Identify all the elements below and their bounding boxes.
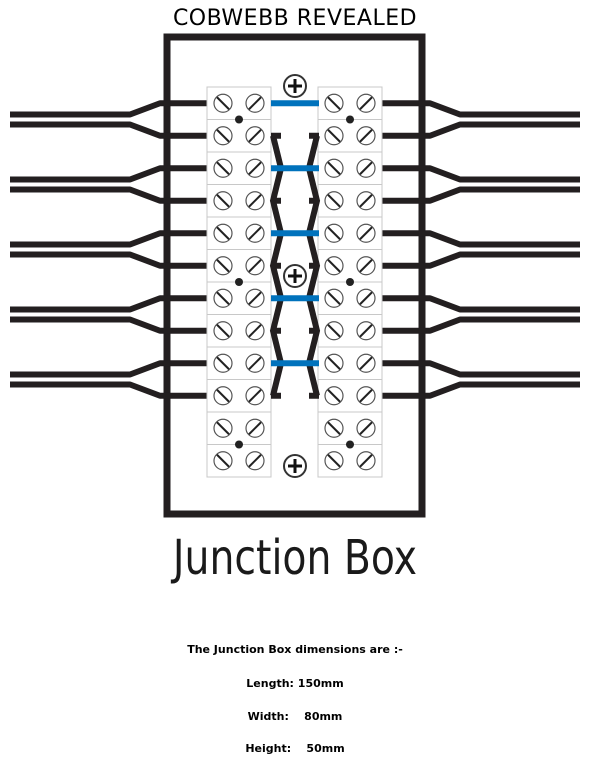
mounting-screw-icon xyxy=(283,454,307,478)
terminal-hole-icon xyxy=(235,278,243,286)
screw-icon xyxy=(324,288,344,308)
screw-icon xyxy=(213,386,233,406)
cable-wire xyxy=(376,186,580,204)
cable-wire xyxy=(376,165,580,183)
cable-wire xyxy=(376,360,580,378)
screw-icon xyxy=(356,386,376,406)
screw-icon xyxy=(324,353,344,373)
screw-icon xyxy=(213,256,233,276)
screw-icon xyxy=(245,158,265,178)
screw-icon xyxy=(324,93,344,113)
screw-icon xyxy=(245,321,265,341)
cable-wire xyxy=(376,381,580,399)
cable-wire xyxy=(376,100,580,118)
screw-icon xyxy=(356,93,376,113)
screw-icon xyxy=(324,321,344,341)
screw-icon xyxy=(324,451,344,471)
screw-icon xyxy=(213,191,233,211)
cable-wire xyxy=(10,381,214,399)
dimensions-intro: The Junction Box dimensions are :- xyxy=(187,643,403,656)
cable-wire xyxy=(376,121,580,139)
center-crossing-wires xyxy=(269,132,321,399)
screw-icon xyxy=(213,353,233,373)
page-title: COBWEBB REVEALED xyxy=(172,6,418,31)
cable-wire xyxy=(10,165,214,183)
junction-box-heading: Junction Box xyxy=(172,530,418,586)
screw-icon xyxy=(324,256,344,276)
screw-icon xyxy=(245,353,265,373)
mounting-screw-icon xyxy=(283,74,307,98)
screw-icon xyxy=(324,126,344,146)
cable-wire xyxy=(10,230,214,248)
screw-icon xyxy=(245,386,265,406)
screw-icon xyxy=(213,451,233,471)
cable-wire xyxy=(10,121,214,139)
dimension-width: Width: 80mm xyxy=(247,710,343,723)
screw-icon xyxy=(245,126,265,146)
screw-icon xyxy=(356,223,376,243)
cable-wire xyxy=(10,100,214,118)
cable-wire xyxy=(376,316,580,334)
terminal-hole-icon xyxy=(346,440,354,449)
screw-icon xyxy=(245,191,265,211)
screw-icon xyxy=(245,418,265,438)
screw-icon xyxy=(245,93,265,113)
cable-wire xyxy=(10,316,214,334)
screw-icon xyxy=(245,256,265,276)
screw-icon xyxy=(324,191,344,211)
mounting-screw-icon xyxy=(283,264,307,288)
right-terminal-block xyxy=(317,86,383,478)
screw-icon xyxy=(356,158,376,178)
cable-wire xyxy=(376,251,580,269)
cable-wire xyxy=(10,251,214,269)
screw-icon xyxy=(213,158,233,178)
screw-icon xyxy=(245,288,265,308)
screw-icon xyxy=(356,126,376,146)
screw-icon xyxy=(213,418,233,438)
right-cable-group xyxy=(376,100,580,399)
screw-icon xyxy=(356,353,376,373)
screw-icon xyxy=(324,223,344,243)
screw-icon xyxy=(356,288,376,308)
junction-box-enclosure xyxy=(163,33,426,518)
cable-wire xyxy=(376,230,580,248)
terminal-hole-icon xyxy=(346,278,354,286)
screw-icon xyxy=(324,158,344,178)
screw-icon xyxy=(213,288,233,308)
cable-wire xyxy=(10,360,214,378)
terminal-hole-icon xyxy=(235,115,243,124)
blue-link-wires xyxy=(271,100,319,367)
left-terminal-block xyxy=(206,86,272,478)
dimension-height: Height: 50mm xyxy=(245,742,345,755)
screw-icon xyxy=(213,126,233,146)
mounting-screws xyxy=(283,74,307,478)
cable-wire xyxy=(10,295,214,313)
screw-icon xyxy=(245,451,265,471)
terminal-hole-icon xyxy=(235,440,243,449)
dimension-length: Length: 150mm xyxy=(246,677,344,690)
screw-icon xyxy=(324,418,344,438)
screw-icon xyxy=(356,451,376,471)
screw-icon xyxy=(213,93,233,113)
screw-icon xyxy=(213,223,233,243)
junction-box-diagram xyxy=(10,33,580,518)
screw-icon xyxy=(356,256,376,276)
screw-icon xyxy=(213,321,233,341)
screw-icon xyxy=(356,418,376,438)
terminal-hole-icon xyxy=(346,115,354,124)
cable-wire xyxy=(376,295,580,313)
screw-icon xyxy=(356,321,376,341)
screw-icon xyxy=(356,191,376,211)
left-cable-group xyxy=(10,100,214,399)
cable-wire xyxy=(10,186,214,204)
screw-icon xyxy=(245,223,265,243)
screw-icon xyxy=(324,386,344,406)
